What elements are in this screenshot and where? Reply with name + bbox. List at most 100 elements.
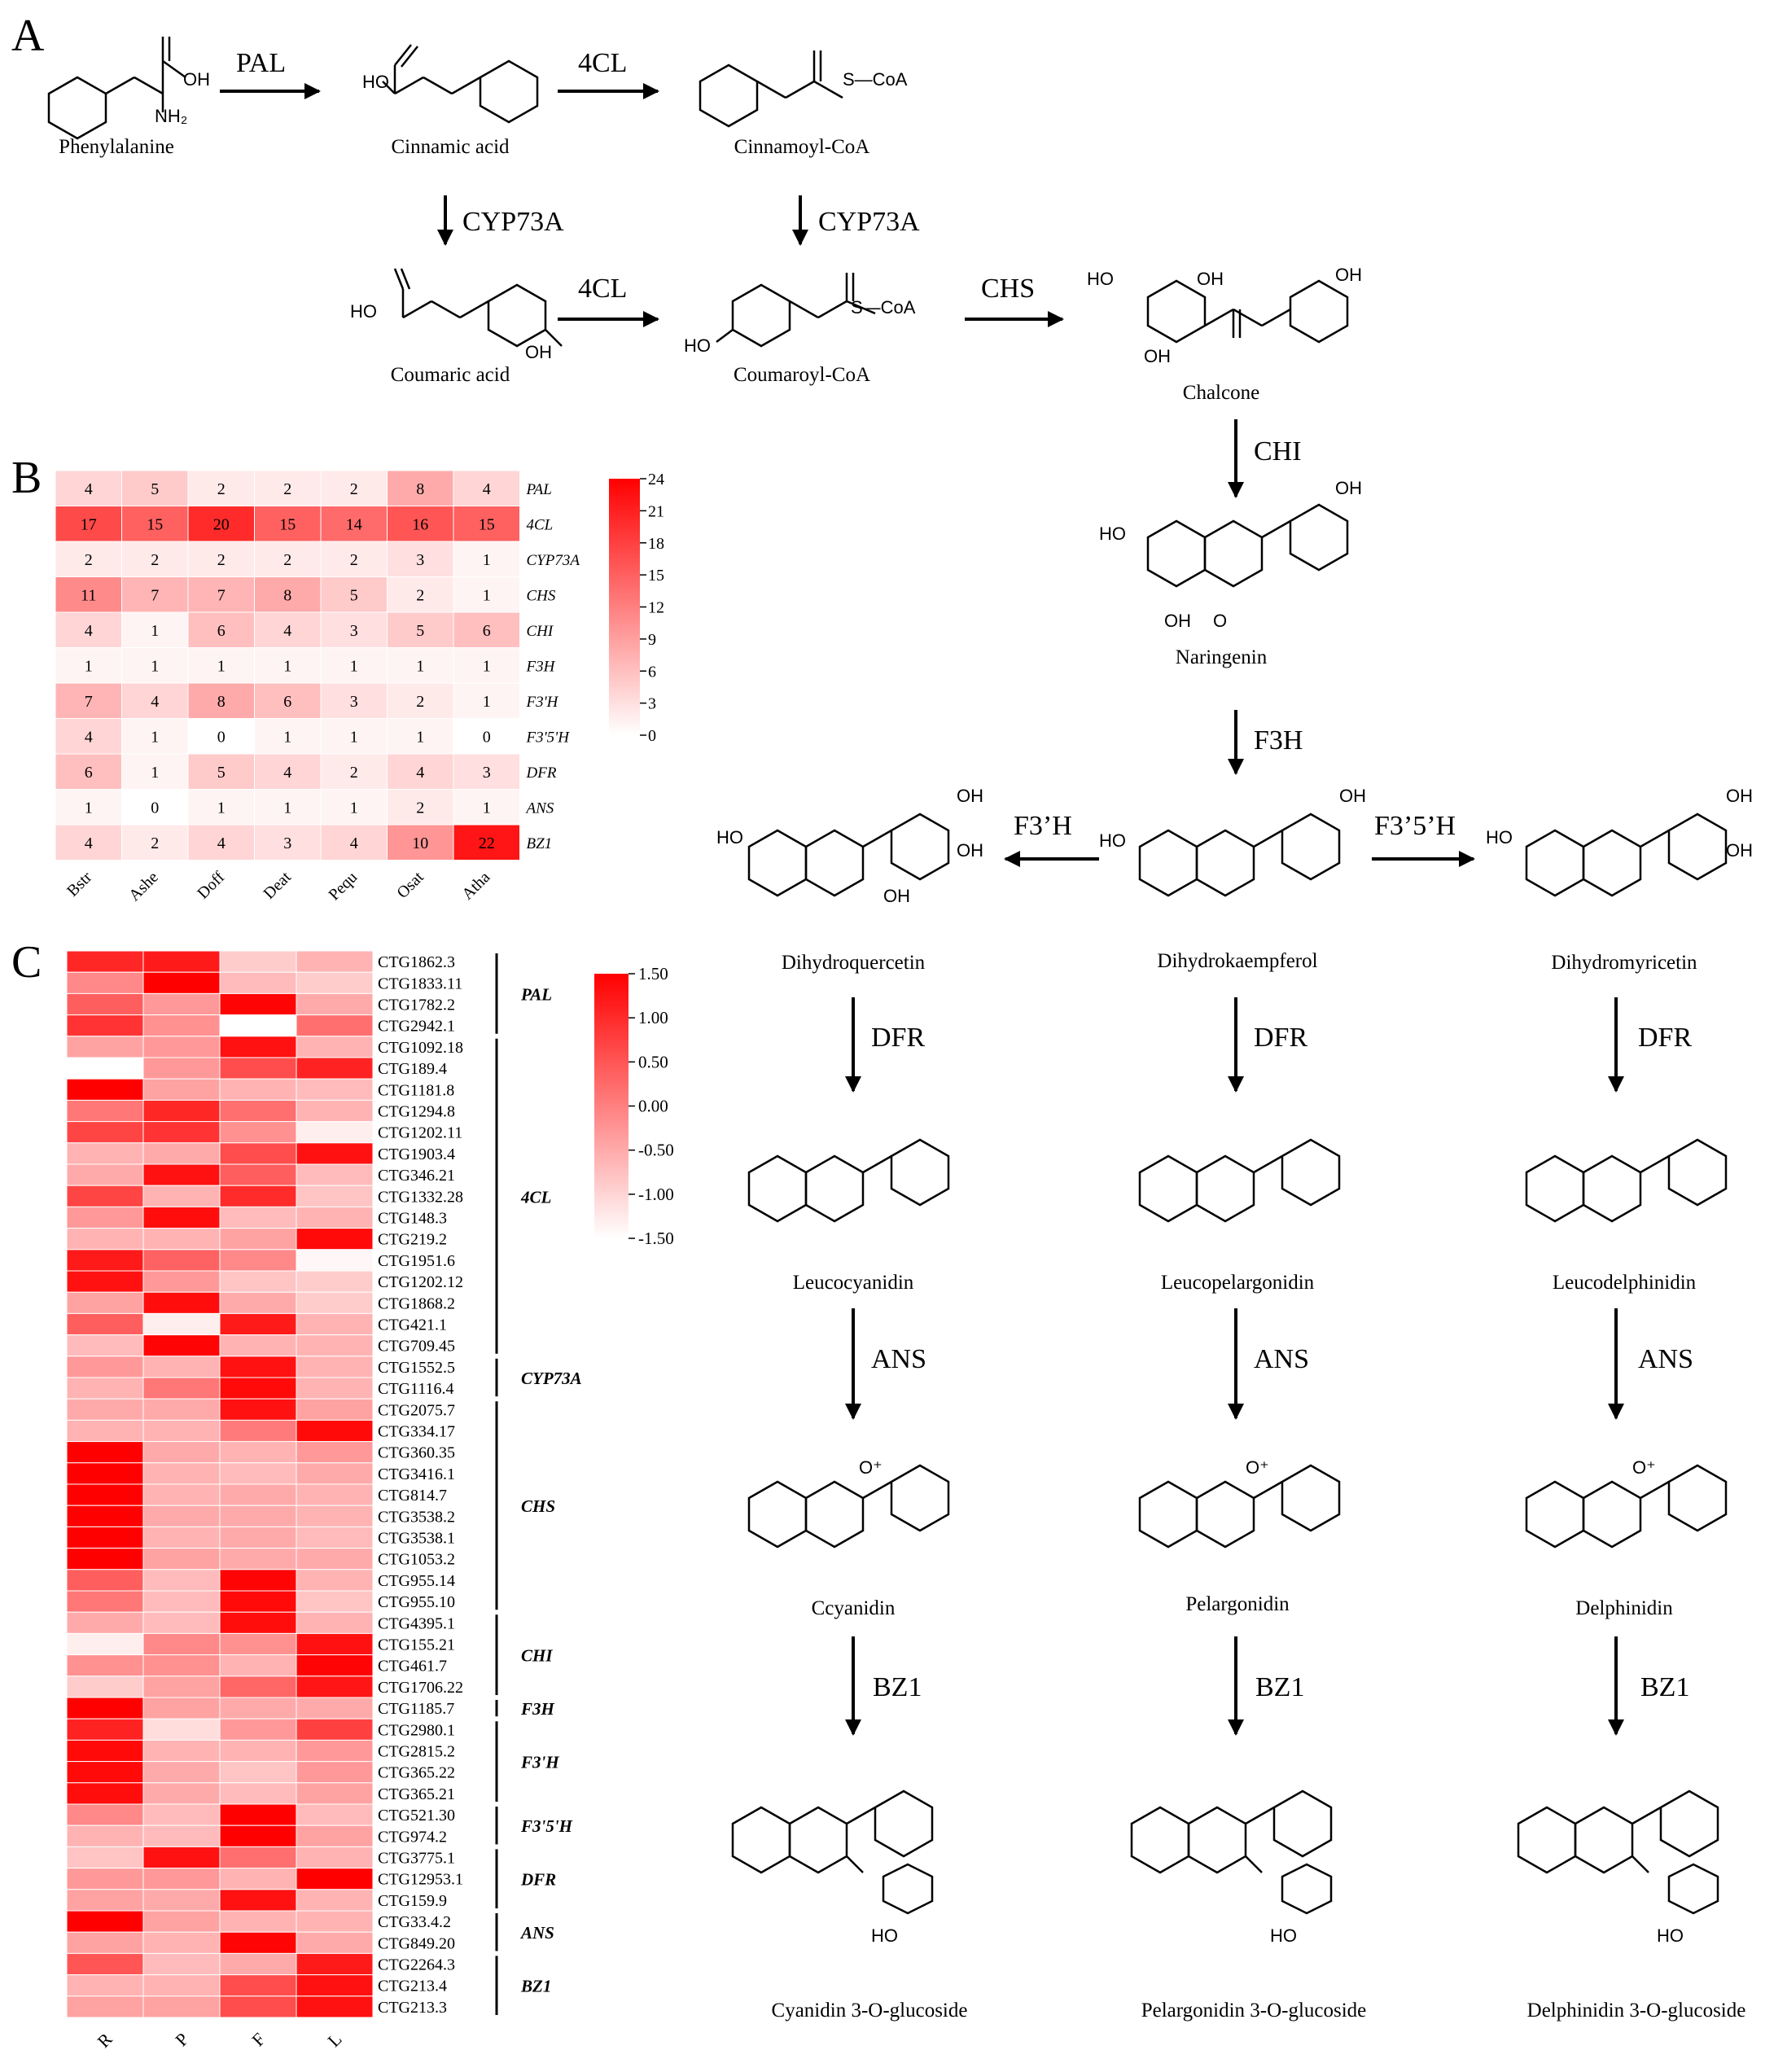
heatmap-cell — [142, 1761, 221, 1784]
cell-value: 17 — [81, 515, 97, 533]
cell-value: 5 — [217, 764, 226, 782]
heatmap-cell — [296, 1270, 374, 1293]
heatmap-cell — [142, 1185, 221, 1207]
heatmap-cell — [296, 1078, 374, 1101]
group-label: BZ1 — [520, 1977, 551, 1996]
gene-label: CTG334.17 — [378, 1423, 455, 1441]
colorbar-tick-label: 3 — [648, 695, 656, 713]
heatmap-cell — [142, 1419, 221, 1443]
heatmap-cell — [320, 824, 388, 861]
compound-name: Ccyanidin — [812, 1597, 896, 1619]
enzyme-label-chi: CHI — [1254, 436, 1302, 467]
gene-label: CTG955.10 — [378, 1593, 455, 1611]
heatmap-cell — [296, 1654, 374, 1677]
heatmap-cell — [219, 1312, 297, 1336]
enzyme-label-bz1: BZ1 — [1640, 1672, 1689, 1702]
atom-label: OH — [525, 342, 552, 362]
cell-value: 4 — [416, 764, 424, 782]
heatmap-cell — [66, 1121, 144, 1144]
compound-name: Dihydroquercetin — [782, 952, 926, 974]
heatmap-cell — [66, 1632, 144, 1656]
gene-label: CTG814.7 — [378, 1487, 447, 1505]
heatmap-cell — [254, 824, 322, 861]
heatmap-cell — [296, 1910, 374, 1933]
heatmap-cell — [142, 1228, 221, 1251]
cell-value: 1 — [151, 657, 159, 675]
gene-label: CTG1202.12 — [378, 1273, 463, 1291]
cell-value: 6 — [85, 764, 93, 782]
column-label: P — [171, 2029, 192, 2050]
cell-value: 10 — [412, 834, 428, 852]
heatmap-cell — [142, 1206, 221, 1229]
heatmap-cell — [55, 753, 122, 790]
heatmap-cell — [296, 1462, 374, 1485]
enzyme-label-ans: ANS — [1254, 1344, 1309, 1374]
heatmap-cell — [142, 1739, 221, 1763]
compound-name: Pelargonidin — [1185, 1593, 1290, 1615]
heatmap-cell — [254, 611, 322, 648]
heatmap-cell — [387, 470, 454, 506]
heatmap-cell — [142, 1441, 221, 1464]
heatmap-cell — [66, 1334, 144, 1357]
cell-value: 15 — [479, 515, 495, 533]
atom-label: OH — [1726, 786, 1753, 806]
heatmap-cell — [66, 1995, 144, 2018]
gene-label: CTG955.14 — [378, 1572, 455, 1590]
heatmap-cell — [296, 1803, 374, 1826]
heatmap-cell — [296, 1611, 374, 1634]
heatmap-cell — [296, 1952, 374, 1976]
colorbar-tick-label: -1.00 — [638, 1185, 674, 1204]
atom-label: OH — [1726, 840, 1753, 861]
atom-label: HO — [1087, 269, 1114, 289]
heatmap-cell — [187, 470, 255, 506]
gene-label: CTG1782.2 — [378, 997, 455, 1014]
heatmap-cell — [142, 1824, 221, 1847]
heatmap-cell — [55, 824, 122, 861]
colorbar-tick-label: -0.50 — [638, 1141, 674, 1160]
heatmap-cell — [453, 470, 520, 506]
heatmap-cell — [219, 1462, 297, 1485]
enzyme-label-4cl: 4CL — [578, 274, 627, 304]
heatmap-cell — [142, 1569, 221, 1592]
heatmap-cell — [66, 1824, 144, 1847]
heatmap-cell — [142, 1676, 221, 1698]
heatmap-cell — [296, 1057, 374, 1080]
gene-label: CTG360.35 — [378, 1444, 455, 1462]
heatmap-cell — [320, 753, 388, 790]
heatmap-cell — [219, 1846, 297, 1869]
heatmap-cell — [66, 1505, 144, 1527]
gene-label: CTG1116.4 — [378, 1380, 454, 1398]
heatmap-cell — [219, 1483, 297, 1506]
heatmap-cell — [219, 1654, 297, 1677]
gene-label: CTG1181.8 — [378, 1081, 454, 1099]
heatmap-cell — [296, 971, 374, 994]
cell-value: 20 — [213, 515, 230, 533]
heatmap-cell — [296, 1761, 374, 1784]
atom-label: NH₂ — [155, 106, 187, 126]
compound-name: Phenylalanine — [59, 136, 174, 158]
heatmap-cell — [219, 1931, 297, 1954]
heatmap-cell — [219, 1548, 297, 1570]
heatmap-cell — [254, 506, 322, 542]
cell-value: 4 — [85, 622, 93, 640]
heatmap-cell — [219, 1526, 297, 1549]
column-label: F — [247, 2029, 269, 2050]
heatmap-cell — [66, 1569, 144, 1592]
heatmap-cell — [296, 1974, 374, 1997]
heatmap-cell — [296, 1995, 374, 2018]
colorbar-tick-label: 1.50 — [638, 964, 668, 983]
gene-label: CTG421.1 — [378, 1316, 447, 1334]
heatmap-cell — [219, 1569, 297, 1592]
heatmap-cell — [66, 1185, 144, 1207]
heatmap-cell — [296, 1356, 374, 1378]
cell-value: 2 — [283, 480, 291, 498]
dihydroquercetin-structure — [747, 813, 950, 897]
column-label: Deat — [261, 868, 296, 903]
row-label: CYP73A — [527, 552, 580, 569]
heatmap-cell — [219, 1057, 297, 1080]
column-label: Osat — [393, 868, 427, 902]
heatmap-cell — [66, 1249, 144, 1272]
gene-label: CTG219.2 — [378, 1231, 447, 1249]
